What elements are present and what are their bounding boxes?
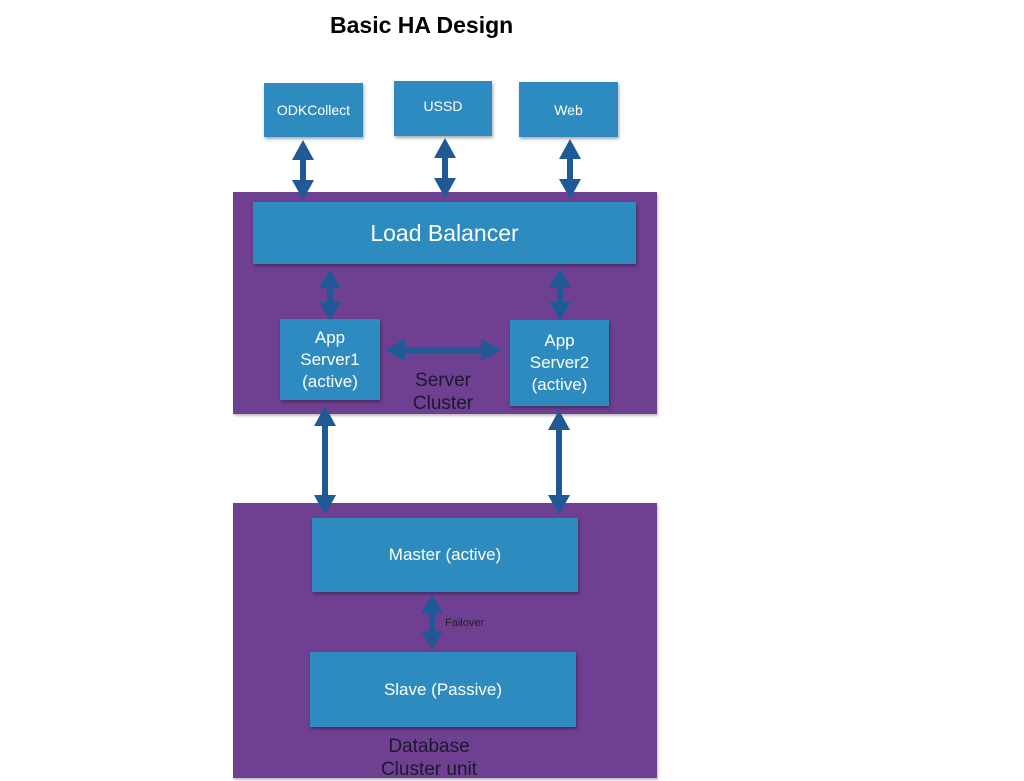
master-label: Master (active): [388, 545, 502, 564]
arrow-odkcollect-loadbalancer: [292, 140, 314, 200]
arrow-appserver1-appserver2: [385, 339, 501, 361]
master-box: Master (active): [312, 518, 578, 592]
server-cluster-caption: Server Cluster: [412, 370, 474, 414]
odkcollect-label: ODKCollect: [276, 102, 351, 118]
ussd-box: USSD: [394, 81, 492, 136]
web-box: Web: [519, 82, 618, 137]
load-balancer-label: Load Balancer: [370, 219, 519, 246]
load-balancer-box: Load Balancer: [253, 202, 636, 264]
app-server2-label: App Server2 (active): [529, 331, 590, 394]
failover-label: Failover: [445, 617, 485, 629]
arrow-loadbalancer-appserver1: [319, 270, 341, 320]
app-server2-box: App Server2 (active): [510, 320, 609, 406]
arrow-web-loadbalancer: [559, 139, 581, 199]
slave-label: Slave (Passive): [383, 679, 503, 699]
ussd-label: USSD: [423, 97, 463, 114]
web-label: Web: [554, 101, 583, 118]
arrow-ussd-loadbalancer: [434, 138, 456, 198]
odkcollect-box: ODKCollect: [264, 83, 363, 137]
arrow-loadbalancer-appserver2: [549, 268, 571, 320]
arrow-appserver1-master: [314, 406, 336, 515]
diagram-title: Basic HA Design: [330, 12, 514, 38]
app-server1-box: App Server1 (active): [280, 319, 380, 400]
arrow-appserver2-master: [548, 410, 570, 515]
slave-box: Slave (Passive): [310, 652, 576, 727]
arrow-master-slave-failover: [421, 595, 443, 649]
app-server1-label: App Server1 (active): [300, 327, 360, 391]
